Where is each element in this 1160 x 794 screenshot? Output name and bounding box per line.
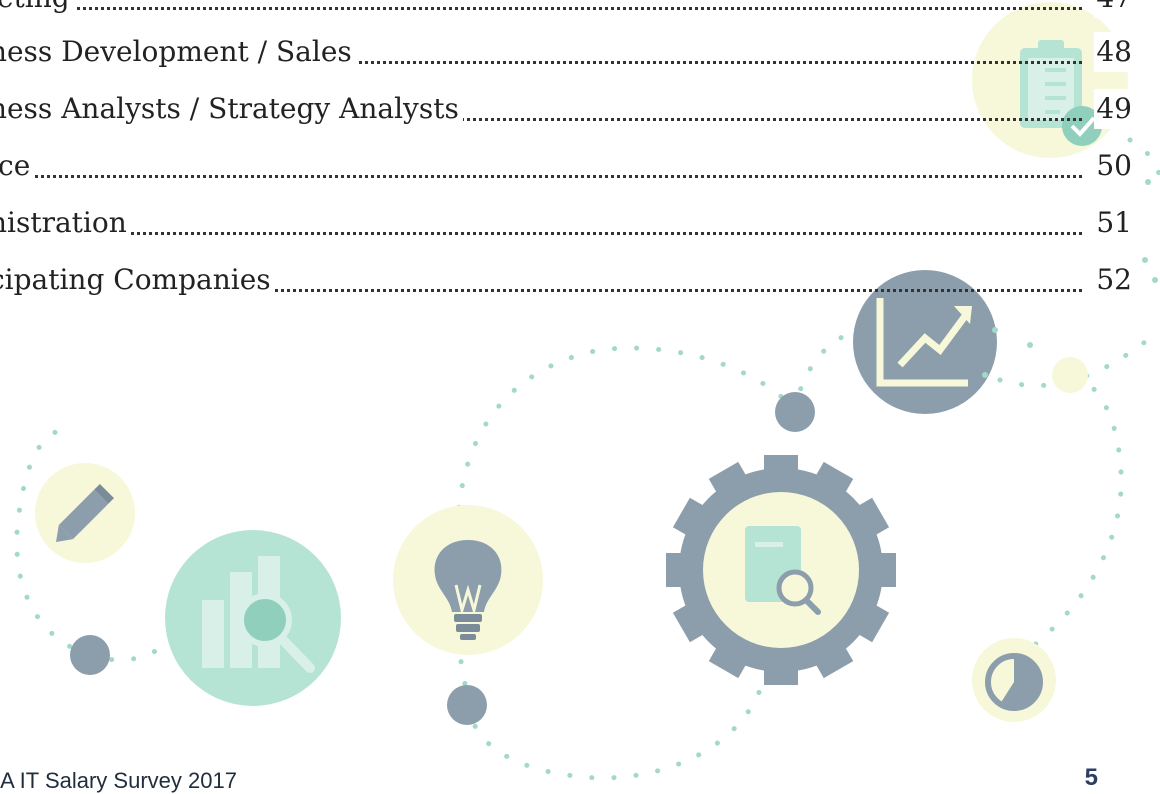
footer-document-title: IA IT Salary Survey 2017 [0, 768, 237, 793]
lightbulb-icon [393, 505, 543, 655]
toc-entry-page: 52 [1094, 260, 1132, 300]
accent-dots [982, 179, 1158, 378]
toc-leader-dots [0, 118, 1082, 121]
toc-entry-page: 50 [1094, 146, 1132, 186]
gear-document-search-icon [666, 455, 896, 685]
toc-entry-title: keting [0, 0, 74, 18]
toc-entry-page: 51 [1094, 203, 1132, 243]
connector-node-icon [70, 635, 110, 675]
connector-node-icon [775, 392, 815, 432]
toc-leader-dots [0, 232, 1082, 235]
toc-entry[interactable]: iness Development / Sales 48 [0, 32, 1132, 72]
toc-entry-title: iness Development / Sales [0, 32, 356, 72]
connector-node-icon [447, 685, 487, 725]
toc-leader-dots [0, 61, 1082, 64]
toc-leader-dots [0, 7, 1082, 10]
toc-entry-title: iness Analysts / Strategy Analysts [0, 89, 463, 129]
toc-entry-title: nce [0, 146, 35, 186]
trend-up-icon [853, 270, 997, 414]
toc-entry-page: 47 [1094, 0, 1132, 18]
toc-entry[interactable]: inistration 51 [0, 203, 1132, 243]
pie-chart-icon [972, 638, 1056, 722]
bar-chart-search-icon [165, 530, 341, 706]
toc-entry-title: icipating Companies [0, 260, 275, 300]
toc-entry[interactable]: nce 50 [0, 146, 1132, 186]
toc-entry-page: 49 [1094, 89, 1132, 129]
dotted-connectors [14, 137, 1160, 781]
connector-node-icon [1052, 357, 1088, 393]
toc-entry[interactable]: icipating Companies 52 [0, 260, 1132, 300]
toc-leader-dots [0, 175, 1082, 178]
toc-entry[interactable]: iness Analysts / Strategy Analysts 49 [0, 89, 1132, 129]
toc-leader-dots [0, 289, 1082, 292]
pencil-icon [35, 463, 135, 563]
page-number: 5 [1084, 764, 1098, 791]
toc-entry[interactable]: keting 47 [0, 0, 1132, 18]
table-of-contents: keting 47 iness Development / Sales 48 i… [0, 0, 1160, 320]
toc-entry-title: inistration [0, 203, 131, 243]
toc-entry-page: 48 [1094, 32, 1132, 72]
